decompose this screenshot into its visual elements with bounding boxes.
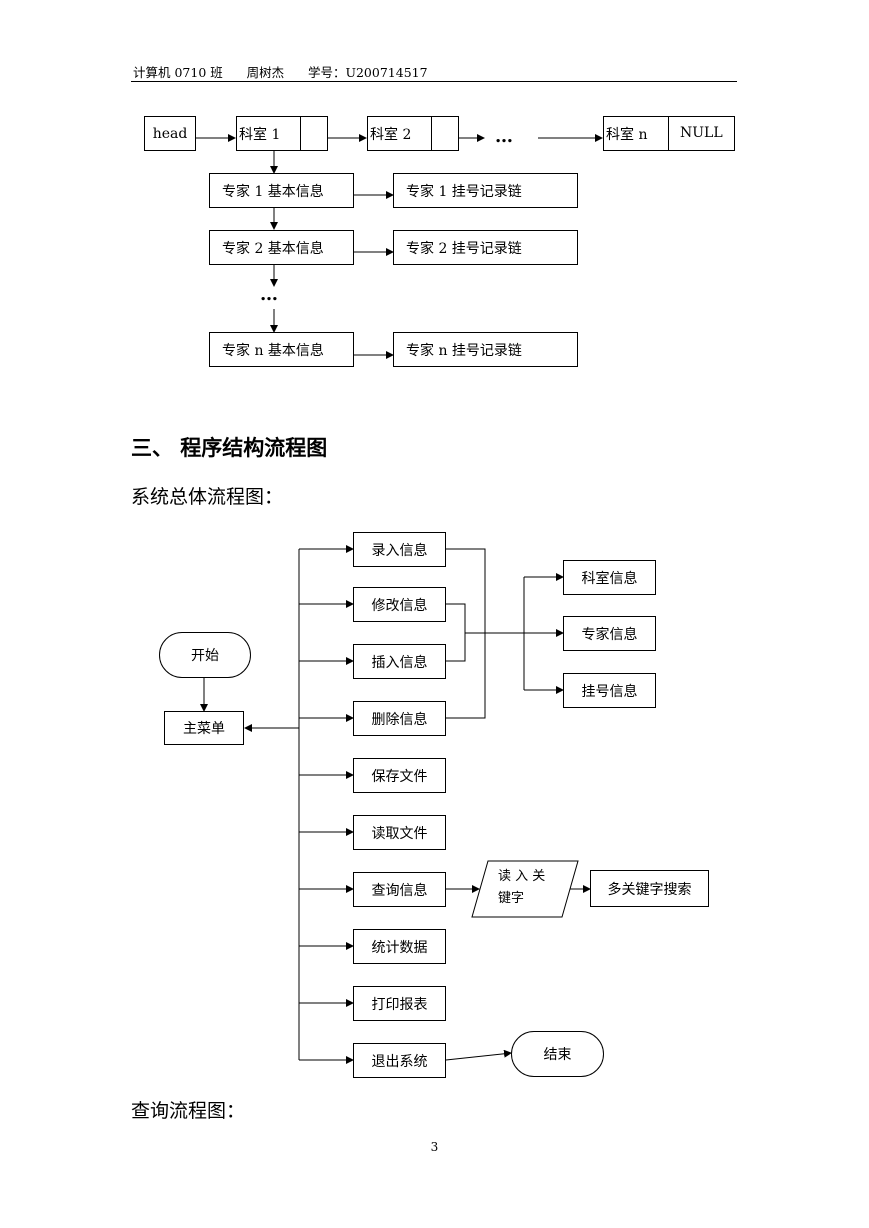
dept-label-2: 科室 2 xyxy=(370,126,412,143)
target-expert-info: 专家信息 xyxy=(563,616,656,651)
expert-info-n: 专家 n 基本信息 xyxy=(209,332,354,367)
menu-item-read: 读取文件 xyxy=(353,815,446,850)
overall-flow-caption: 系统总体流程图： xyxy=(131,486,284,508)
section-title: 三、 程序结构流程图 xyxy=(131,436,328,460)
header-rule xyxy=(131,81,737,82)
ellipsis-horizontal: … xyxy=(495,126,514,147)
read-keyword-shape xyxy=(471,860,579,918)
ellipsis-vertical: … xyxy=(260,284,279,305)
dept-node-n: 科室 n NULL xyxy=(603,116,735,151)
menu-item-delete: 删除信息 xyxy=(353,701,446,736)
expert-chain-1: 专家 1 挂号记录链 xyxy=(393,173,578,208)
start-terminal: 开始 xyxy=(159,632,251,678)
menu-item-insert: 插入信息 xyxy=(353,644,446,679)
query-flow-caption: 查询流程图： xyxy=(131,1100,246,1122)
expert-chain-2: 专家 2 挂号记录链 xyxy=(393,230,578,265)
head-label: head xyxy=(152,125,188,142)
target-dept-info: 科室信息 xyxy=(563,560,656,595)
node-divider xyxy=(668,117,669,150)
dept-label-1: 科室 1 xyxy=(239,126,281,143)
null-label: NULL xyxy=(680,125,723,141)
multi-keyword-search-box: 多关键字搜索 xyxy=(590,870,709,907)
expert-info-2: 专家 2 基本信息 xyxy=(209,230,354,265)
target-register-info: 挂号信息 xyxy=(563,673,656,708)
node-divider xyxy=(431,117,432,150)
page-number: 3 xyxy=(430,1140,439,1154)
end-terminal: 结束 xyxy=(511,1031,604,1077)
page-header: 计算机 0710 班 周树杰 学号：U200714517 xyxy=(133,65,428,80)
head-node: head xyxy=(144,116,196,151)
dept-label-n: 科室 n xyxy=(606,126,648,143)
menu-item-save: 保存文件 xyxy=(353,758,446,793)
menu-item-stats: 统计数据 xyxy=(353,929,446,964)
menu-item-print: 打印报表 xyxy=(353,986,446,1021)
menu-item-modify: 修改信息 xyxy=(353,587,446,622)
main-menu-box: 主菜单 xyxy=(164,711,244,745)
read-keyword-label: 读 入 关 键字 xyxy=(498,869,546,906)
menu-item-exit: 退出系统 xyxy=(353,1043,446,1078)
dept-node-1: 科室 1 xyxy=(236,116,328,151)
node-divider xyxy=(300,117,301,150)
expert-chain-n: 专家 n 挂号记录链 xyxy=(393,332,578,367)
menu-item-input: 录入信息 xyxy=(353,532,446,567)
dept-node-2: 科室 2 xyxy=(367,116,459,151)
menu-item-query: 查询信息 xyxy=(353,872,446,907)
expert-info-1: 专家 1 基本信息 xyxy=(209,173,354,208)
